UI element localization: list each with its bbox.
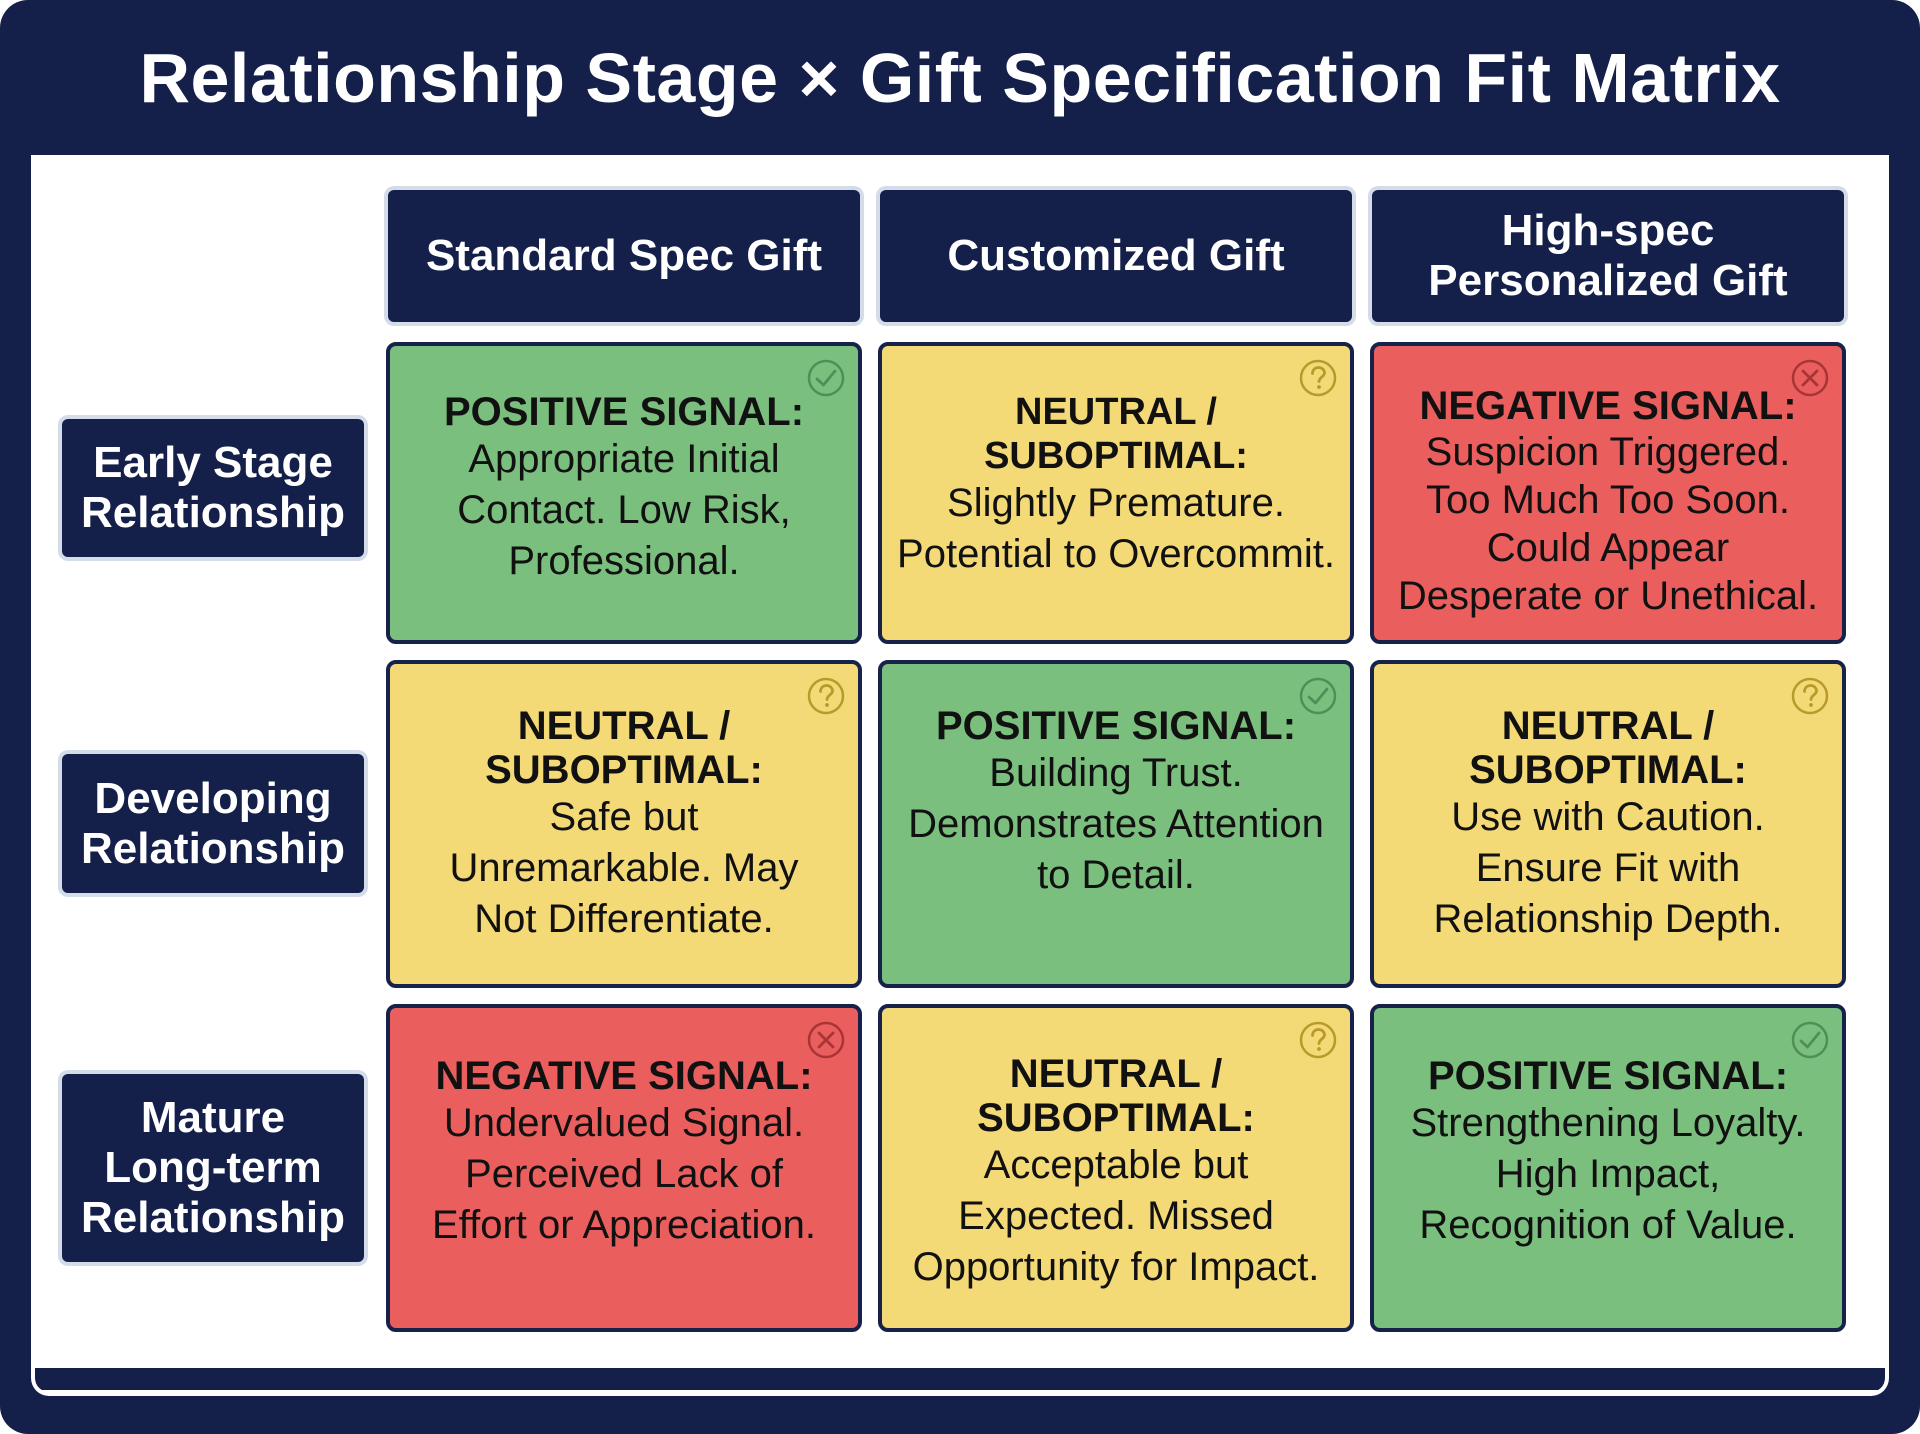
cell-body: Slightly Premature. Potential to Overcom… (897, 481, 1335, 576)
question-circle-icon (1298, 358, 1338, 398)
column-header-label: High-spec Personalized Gift (1428, 206, 1788, 305)
cell-body: Undervalued Signal. Perceived Lack of Ef… (432, 1101, 816, 1247)
x-circle-icon (806, 1020, 846, 1060)
row-header-early-stage: Early Stage Relationship (62, 419, 364, 557)
cell-heading: NEUTRAL / SUBOPTIMAL: (1469, 704, 1747, 792)
cell-heading: NEUTRAL / SUBOPTIMAL: (485, 704, 763, 792)
matrix-cell-early-standard: POSITIVE SIGNAL: Appropriate Initial Con… (386, 342, 862, 644)
bottom-rule (31, 1360, 1889, 1396)
matrix-cell-early-high-spec: NEGATIVE SIGNAL: Suspicion Triggered. To… (1370, 342, 1846, 644)
cell-heading: NEUTRAL / SUBOPTIMAL: (984, 391, 1248, 477)
row-header-developing: Developing Relationship (62, 754, 364, 893)
column-header-label: Standard Spec Gift (425, 231, 823, 280)
bottom-bar (31, 1368, 1889, 1390)
column-header-customized: Customized Gift (880, 190, 1352, 322)
cell-heading: NEGATIVE SIGNAL: (1419, 384, 1797, 428)
matrix-cell-mature-customized: NEUTRAL / SUBOPTIMAL: Acceptable but Exp… (878, 1004, 1354, 1332)
check-circle-icon (806, 358, 846, 398)
cell-heading: POSITIVE SIGNAL: (443, 390, 805, 434)
row-header-label: Developing Relationship (80, 773, 346, 873)
cell-body: Acceptable but Expected. Missed Opportun… (912, 1143, 1320, 1289)
cell-heading: NEGATIVE SIGNAL: (435, 1054, 813, 1098)
cell-body: Use with Caution. Ensure Fit with Relati… (1433, 795, 1783, 941)
question-circle-icon (1298, 1020, 1338, 1060)
check-circle-icon (1790, 1020, 1830, 1060)
column-header-label: Customized Gift (947, 231, 1285, 280)
cell-heading: POSITIVE SIGNAL: (1427, 1054, 1789, 1098)
cell-heading: POSITIVE SIGNAL: (935, 704, 1297, 748)
cell-body: Safe but Unremarkable. May Not Different… (449, 795, 799, 941)
cell-body: Suspicion Triggered. Too Much Too Soon. … (1397, 430, 1819, 618)
matrix-cell-developing-standard: NEUTRAL / SUBOPTIMAL: Safe but Unremarka… (386, 660, 862, 988)
row-header-mature: Mature Long-term Relationship (62, 1074, 364, 1262)
matrix-cell-mature-standard: NEGATIVE SIGNAL: Undervalued Signal. Per… (386, 1004, 862, 1332)
matrix-cell-developing-high-spec: NEUTRAL / SUBOPTIMAL: Use with Caution. … (1370, 660, 1846, 988)
matrix-cell-mature-high-spec: POSITIVE SIGNAL: Strengthening Loyalty. … (1370, 1004, 1846, 1332)
row-header-label: Early Stage Relationship (80, 438, 346, 537)
matrix-cell-early-customized: NEUTRAL / SUBOPTIMAL: Slightly Premature… (878, 342, 1354, 644)
cell-body: Appropriate Initial Contact. Low Risk, P… (457, 437, 791, 583)
cell-body: Strengthening Loyalty. High Impact, Reco… (1410, 1101, 1806, 1247)
check-circle-icon (1298, 676, 1338, 716)
row-header-label: Mature Long-term Relationship (80, 1093, 346, 1242)
matrix-cell-developing-customized: POSITIVE SIGNAL: Building Trust. Demonst… (878, 660, 1354, 988)
cell-body: Building Trust. Demonstrates Attention t… (908, 751, 1324, 897)
cell-heading: NEUTRAL / SUBOPTIMAL: (977, 1052, 1255, 1140)
question-circle-icon (806, 676, 846, 716)
page-title: Relationship Stage × Gift Specification … (139, 39, 1781, 117)
column-header-high-spec: High-spec Personalized Gift (1372, 190, 1844, 322)
x-circle-icon (1790, 358, 1830, 398)
column-header-standard-spec: Standard Spec Gift (388, 190, 860, 322)
question-circle-icon (1790, 676, 1830, 716)
